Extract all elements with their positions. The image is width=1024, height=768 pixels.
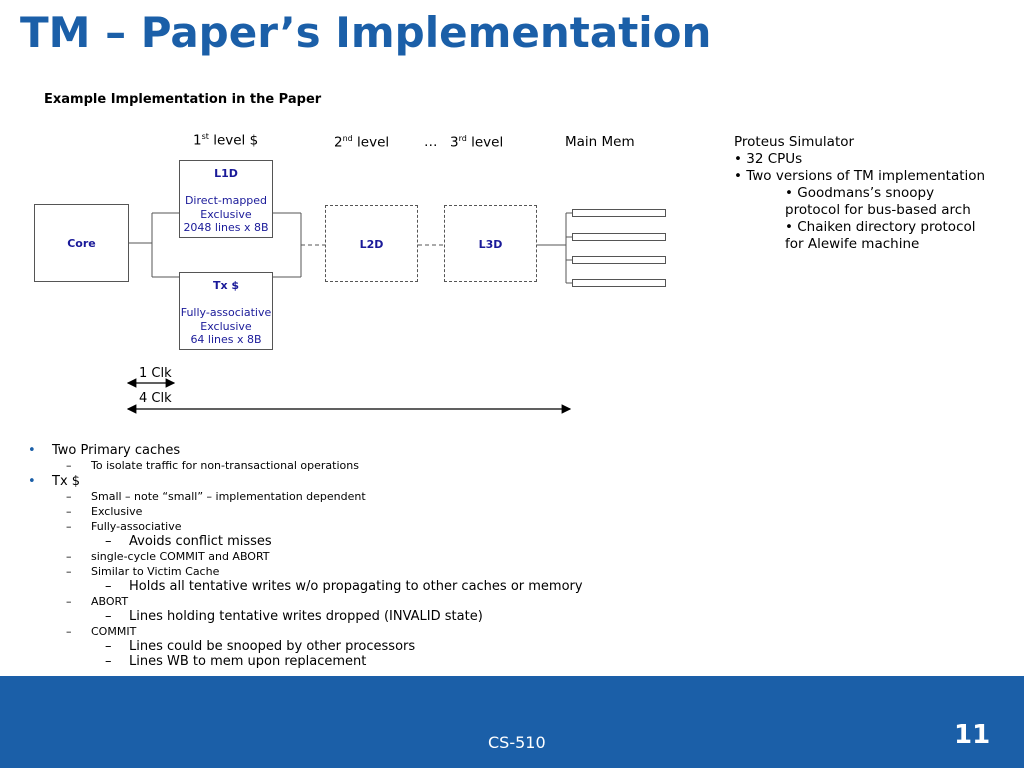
- tx-line2: Exclusive: [200, 319, 252, 333]
- core-label: Core: [67, 237, 96, 250]
- tx-line1: Fully-associative: [180, 306, 272, 319]
- second-level-num: 2: [334, 134, 343, 151]
- list-item: Similar to Victim Cache: [28, 564, 583, 579]
- core-box: Core: [34, 204, 129, 282]
- first-level-num: 1: [193, 132, 202, 149]
- list-item: Lines holding tentative writes dropped (…: [28, 609, 583, 624]
- l1d-label: L1D: [214, 167, 238, 180]
- list-item: Holds all tentative writes w/o propagati…: [28, 579, 583, 594]
- tx-label: Tx $: [212, 279, 240, 292]
- main-mem-line-2: [572, 233, 666, 241]
- third-level-num: 3: [450, 134, 459, 151]
- l2d-label: L2D: [359, 238, 384, 251]
- proteus-description: Proteus Simulator • 32 CPUs • Two versio…: [734, 134, 985, 253]
- second-level-rest: level: [352, 134, 390, 151]
- footer-bar: [0, 676, 1024, 768]
- list-item: Small – note “small” – implementation de…: [28, 489, 583, 504]
- main-mem-line-3: [572, 256, 666, 264]
- l3d-box: L3D: [444, 205, 537, 282]
- main-mem-line-4: [572, 279, 666, 287]
- list-item: Tx $: [28, 474, 583, 489]
- one-clk-label: 1 Clk: [139, 366, 172, 381]
- slide-title: TM – Paper’s Implementation: [20, 8, 712, 57]
- footer-course: CS-510: [488, 733, 546, 752]
- proteus-bullet-cpus: • 32 CPUs: [734, 151, 803, 167]
- notes-list: Two Primary caches To isolate traffic fo…: [28, 442, 583, 669]
- third-level-header: 3rd level: [450, 134, 503, 151]
- list-item: To isolate traffic for non-transactional…: [28, 458, 583, 473]
- diagram-connectors: [126, 212, 572, 414]
- proteus-bullet-directory-cont: for Alewife machine: [785, 236, 920, 252]
- third-level-sup: rd: [458, 134, 467, 143]
- list-item: Two Primary caches: [28, 443, 583, 458]
- second-level-header: 2nd level: [334, 134, 389, 151]
- slide-subtitle: Example Implementation in the Paper: [44, 92, 322, 107]
- l1d-line2: Exclusive: [200, 207, 252, 221]
- proteus-title: Proteus Simulator: [734, 134, 855, 150]
- third-level-rest: level: [466, 134, 504, 151]
- second-level-sup: nd: [342, 134, 353, 143]
- l2d-box: L2D: [325, 205, 418, 282]
- list-item: single-cycle COMMIT and ABORT: [28, 549, 583, 564]
- list-item: COMMIT: [28, 624, 583, 639]
- main-mem-line-1: [572, 209, 666, 217]
- proteus-bullet-directory: • Chaiken directory protocol: [785, 219, 976, 235]
- ellipsis-header: …: [424, 134, 438, 150]
- proteus-bullet-versions: • Two versions of TM implementation: [734, 168, 986, 184]
- list-item: Fully-associative: [28, 519, 583, 534]
- l1d-line3: 2048 lines x 8B: [183, 221, 269, 234]
- tx-line3: 64 lines x 8B: [190, 333, 262, 346]
- first-level-sup: st: [201, 132, 209, 141]
- list-item: Avoids conflict misses: [28, 534, 583, 549]
- tx-cache-box: Tx $ Fully-associative Exclusive 64 line…: [179, 272, 273, 350]
- list-item: Lines could be snooped by other processo…: [28, 639, 583, 654]
- first-level-rest: level $: [208, 132, 259, 149]
- list-item: Exclusive: [28, 504, 583, 519]
- l1d-box: L1D Direct-mapped Exclusive 2048 lines x…: [179, 160, 273, 238]
- first-level-header: 1st level $: [193, 132, 258, 149]
- proteus-bullet-snoopy: • Goodmans’s snoopy: [785, 185, 935, 201]
- page-number: 11: [954, 720, 991, 750]
- main-mem-header: Main Mem: [565, 134, 635, 150]
- list-item: ABORT: [28, 594, 583, 609]
- proteus-bullet-snoopy-cont: protocol for bus-based arch: [785, 202, 971, 218]
- list-item: Lines WB to mem upon replacement: [28, 654, 583, 669]
- l3d-label: L3D: [478, 238, 503, 251]
- four-clk-label: 4 Clk: [139, 391, 172, 406]
- l1d-line1: Direct-mapped: [184, 194, 268, 207]
